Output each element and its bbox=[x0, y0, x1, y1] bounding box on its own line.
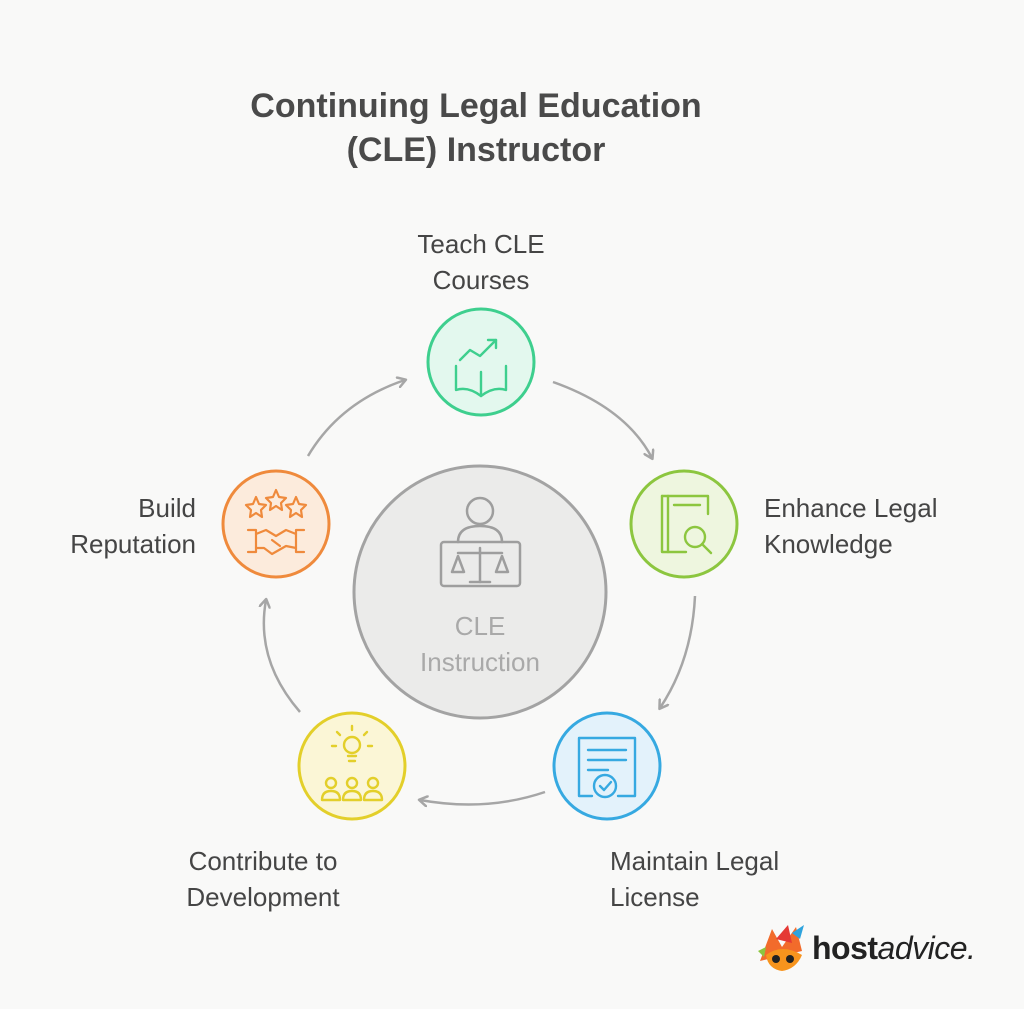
center-node bbox=[352, 464, 608, 720]
center-label: CLE Instruction bbox=[380, 608, 580, 680]
arrow-reputation-to-teach bbox=[306, 380, 405, 457]
node-reputation[interactable] bbox=[221, 469, 331, 579]
arrow-enhance-to-maintain bbox=[660, 595, 697, 708]
node-enhance[interactable] bbox=[629, 469, 739, 579]
label-contribute-line-2: Development bbox=[186, 882, 340, 912]
node-maintain[interactable] bbox=[552, 711, 662, 821]
label-teach-line-2: Courses bbox=[432, 265, 530, 295]
title-line-2: (CLE) Instructor bbox=[346, 131, 606, 169]
label-reputation-line-1: Build bbox=[138, 493, 196, 523]
center-label-line-1: CLE bbox=[454, 611, 506, 641]
instructor-scales-icon bbox=[439, 496, 522, 588]
label-contribute-line-1: Contribute to bbox=[188, 846, 338, 876]
label-teach: Teach CLE Courses bbox=[381, 226, 581, 298]
label-reputation: Build Reputation bbox=[0, 490, 196, 562]
arrow-maintain-to-contribute bbox=[420, 790, 546, 805]
logo-wordmark: hostadvice. bbox=[812, 929, 976, 967]
diagram-title: Continuing Legal Education (CLE) Instruc… bbox=[0, 84, 952, 172]
label-teach-line-1: Teach CLE bbox=[417, 229, 545, 259]
open-book-growth-icon bbox=[454, 338, 508, 398]
lightbulb-group-icon bbox=[320, 724, 384, 802]
label-enhance-line-1: Enhance Legal bbox=[764, 493, 938, 523]
arrow-teach-to-enhance bbox=[552, 380, 652, 458]
node-teach[interactable] bbox=[426, 307, 536, 417]
node-contribute[interactable] bbox=[297, 711, 407, 821]
label-maintain-line-2: License bbox=[610, 882, 700, 912]
stars-handshake-icon bbox=[244, 488, 308, 556]
logo-text-bold: host bbox=[812, 929, 878, 966]
label-maintain-line-1: Maintain Legal bbox=[610, 846, 780, 876]
label-enhance: Enhance Legal Knowledge bbox=[764, 490, 1004, 562]
fox-mascot-icon bbox=[758, 925, 804, 971]
arrow-contribute-to-reputation bbox=[264, 600, 301, 713]
label-reputation-line-2: Reputation bbox=[70, 529, 196, 559]
book-magnifier-icon bbox=[660, 494, 713, 555]
label-contribute: Contribute to Development bbox=[143, 843, 383, 915]
center-label-line-2: Instruction bbox=[420, 647, 540, 677]
label-enhance-line-2: Knowledge bbox=[764, 529, 893, 559]
hostadvice-logo: hostadvice. bbox=[752, 920, 976, 976]
logo-text-regular: advice. bbox=[877, 929, 976, 966]
certificate-check-icon bbox=[577, 736, 637, 799]
title-line-1: Continuing Legal Education bbox=[250, 87, 702, 125]
label-maintain: Maintain Legal License bbox=[610, 843, 850, 915]
